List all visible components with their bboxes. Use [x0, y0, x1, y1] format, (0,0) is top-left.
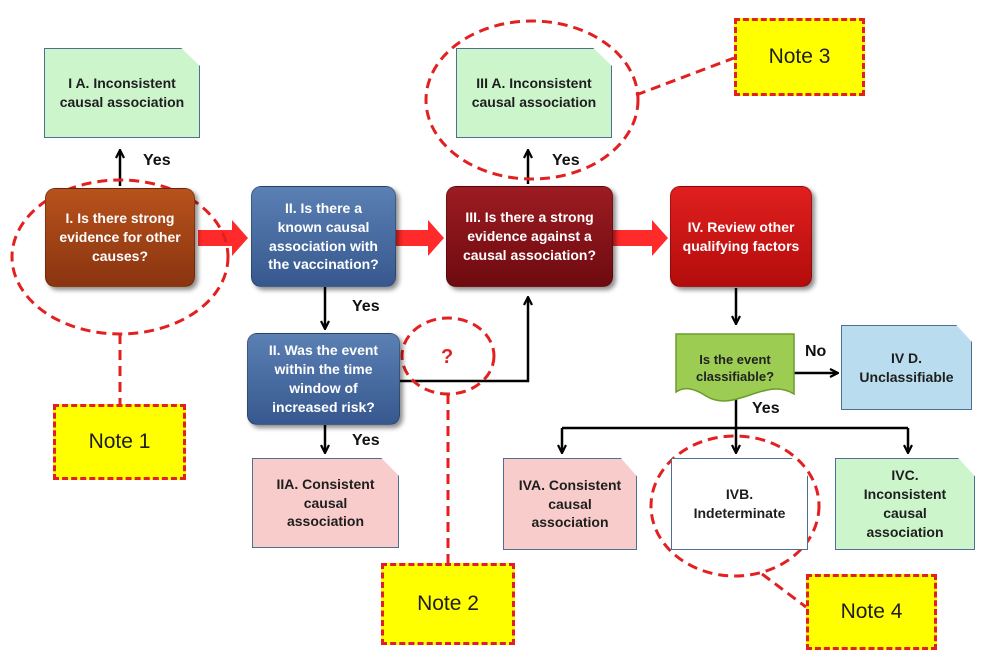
flow-arrow-2 [396, 220, 444, 256]
decision-classifiable-text: Is the event classifiable? [695, 352, 775, 384]
yes-label-step2b: Yes [352, 432, 380, 449]
decision-step1-text: I. Is there strong evidence for other ca… [59, 210, 181, 264]
callout-line-note3 [635, 56, 735, 97]
decision-step2a-known-association: II. Is there a known causal association … [251, 186, 396, 287]
outcome-ivd-unclassifiable: IV D. Unclassifiable [841, 325, 972, 410]
outcome-ivb-text: IVB. Indeterminate [693, 486, 786, 521]
decision-step3-text: III. Is there a strong evidence against … [462, 209, 597, 263]
outcome-ivd-text: IV D. Unclassifiable [859, 349, 954, 385]
callout-line-note4 [761, 572, 807, 609]
decision-step2a-text: II. Is there a known causal association … [268, 199, 379, 273]
outcome-ia-inconsistent: I A. Inconsistent causal association [44, 48, 200, 138]
highlight-ellipse-note3 [424, 19, 640, 181]
no-label-classifiable: No [805, 343, 827, 360]
outcome-iiia-inconsistent: III A. Inconsistent causal association [456, 48, 612, 138]
decision-step1-other-causes: I. Is there strong evidence for other ca… [45, 188, 195, 287]
note-4: Note 4 [806, 574, 937, 650]
flow-arrow-1 [198, 220, 248, 256]
flow-arrow-3 [613, 220, 668, 256]
decision-step2b-time-window: II. Was the event within the time window… [247, 333, 400, 425]
question-mark: ? [441, 346, 454, 368]
note-1: Note 1 [53, 404, 186, 480]
note-2-text: Note 2 [417, 592, 479, 615]
yes-label-step2a: Yes [352, 298, 380, 315]
decision-step2b-text: II. Was the event within the time window… [268, 342, 379, 415]
note-2: Note 2 [381, 563, 515, 645]
classifiable-shape [675, 333, 795, 402]
outcome-ivb-indeterminate: IVB. Indeterminate [671, 458, 808, 550]
decision-step4-text: IV. Review other qualifying factors [682, 218, 800, 254]
highlight-ellipse-note4 [649, 434, 821, 578]
decision-classifiable: Is the event classifiable? [676, 338, 794, 400]
outcome-iiia-text: III A. Inconsistent causal association [471, 75, 597, 110]
yes-label-step3: Yes [552, 152, 580, 169]
outcome-iia-consistent: IIA. Consistent causal association [252, 458, 399, 548]
outcome-ivc-text: IVC. Inconsistent causal association [863, 467, 947, 540]
outcome-ivc-inconsistent: IVC. Inconsistent causal association [835, 458, 975, 550]
decision-step4-review-factors: IV. Review other qualifying factors [670, 186, 812, 287]
note-1-text: Note 1 [88, 430, 151, 453]
connector-step2b-no [400, 298, 528, 383]
outcome-ia-text: I A. Inconsistent causal association [59, 75, 185, 110]
yes-label-step1: Yes [143, 152, 171, 169]
note-3-text: Note 3 [768, 45, 831, 68]
decision-step3-evidence-against: III. Is there a strong evidence against … [446, 186, 613, 287]
note-3: Note 3 [734, 18, 865, 96]
outcome-iva-text: IVA. Consistent causal association [518, 476, 622, 531]
outcome-iia-text: IIA. Consistent causal association [276, 475, 375, 530]
note-4-text: Note 4 [840, 600, 903, 623]
outcome-iva-consistent: IVA. Consistent causal association [503, 458, 637, 550]
yes-label-classifiable: Yes [752, 400, 780, 417]
